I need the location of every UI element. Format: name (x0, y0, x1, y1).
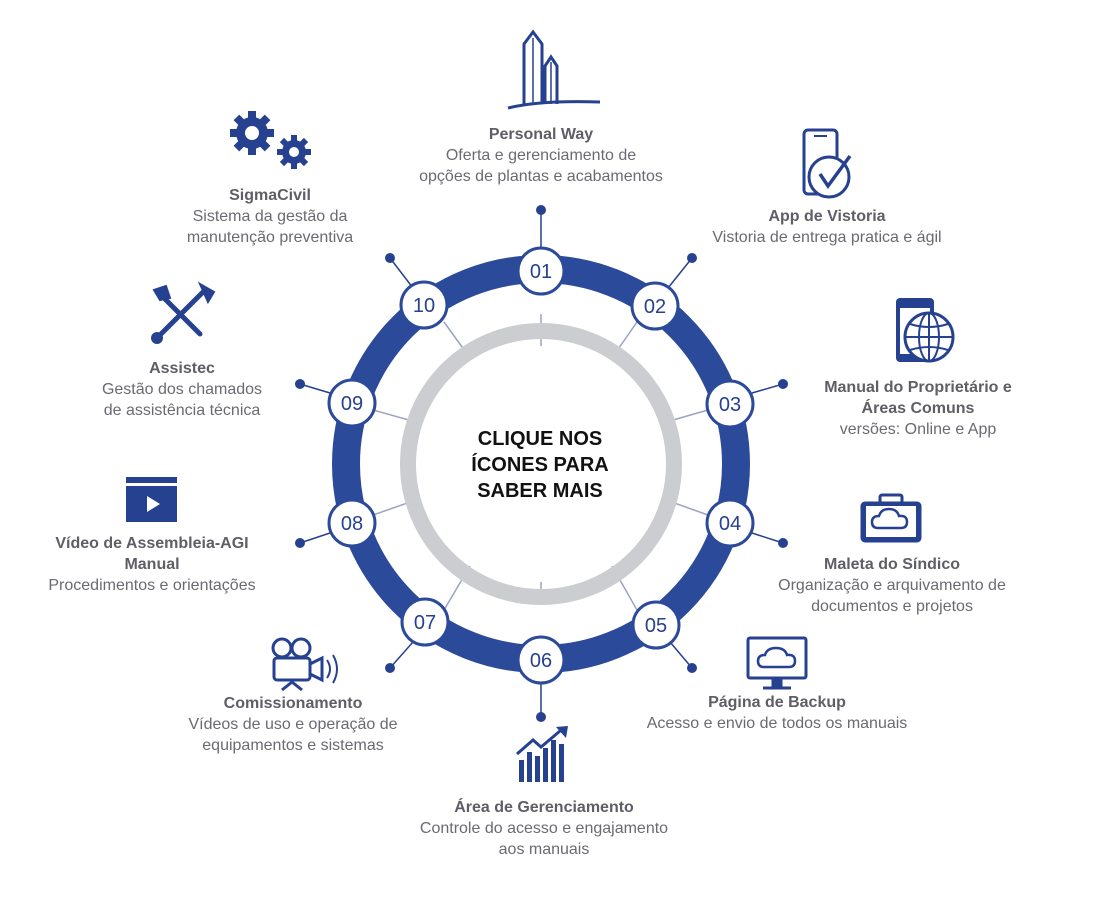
item-personal-way[interactable]: Personal Way Oferta e gerenciamento de o… (381, 124, 701, 187)
item-comissionamento[interactable]: Comissionamento Vídeos de uso e operação… (150, 693, 436, 756)
item-maleta-do-sindico[interactable]: Maleta do Síndico Organização e arquivam… (742, 554, 1042, 617)
item-title: Área de Gerenciamento (454, 799, 634, 816)
number-circle-09[interactable]: 09 (327, 378, 377, 428)
item-desc-line: equipamentos e sistemas (202, 737, 384, 754)
item-title: App de Vistoria (768, 208, 886, 225)
item-desc-line: versões: Online e App (839, 421, 997, 438)
item-app-de-vistoria[interactable]: App de Vistoria Vistoria de entrega prat… (672, 206, 982, 248)
gears-icon[interactable] (230, 111, 311, 169)
tools-icon[interactable] (151, 281, 216, 344)
item-title: Personal Way (488, 126, 594, 143)
phone-globe-icon[interactable] (896, 298, 955, 363)
item-video-de-assembleia[interactable]: Vídeo de Assembleia-AGI Manual Procedime… (14, 533, 290, 596)
item-desc-line: opções de plantas e acabamentos (419, 168, 663, 185)
center-line-3: SABER MAIS (477, 480, 603, 502)
item-manual-do-proprietario[interactable]: Manual do Proprietário e Áreas Comuns ve… (790, 377, 1046, 440)
number-label: 02 (644, 296, 666, 318)
item-desc-line: Vistoria de entrega pratica e ágil (712, 229, 942, 246)
smartphone-check-icon[interactable] (802, 128, 852, 199)
center-callout: CLIQUE NOS ÍCONES PARA SABER MAIS (440, 426, 640, 504)
video-player-icon[interactable] (126, 477, 177, 522)
number-circle-07[interactable]: 07 (400, 597, 450, 647)
item-desc-line: aos manuais (498, 841, 590, 858)
center-line-1: CLIQUE NOS (477, 428, 603, 450)
buildings-icon[interactable] (507, 29, 601, 110)
number-label: 10 (413, 295, 435, 317)
pin-dots (295, 205, 788, 722)
growth-chart-icon[interactable] (516, 726, 568, 782)
number-circle-01[interactable]: 01 (516, 246, 566, 296)
video-camera-icon[interactable] (271, 637, 338, 692)
inner-ring (400, 323, 682, 605)
number-label: 09 (341, 393, 363, 415)
item-desc-line: documentos e projetos (811, 598, 973, 615)
item-title: Página de Backup (708, 694, 846, 711)
number-circle-06[interactable]: 06 (516, 635, 566, 685)
number-circle-02[interactable]: 02 (630, 281, 680, 331)
number-circle-03[interactable]: 03 (705, 379, 755, 429)
item-assistec[interactable]: Assistec Gestão dos chamados de assistên… (72, 358, 292, 421)
item-title: Comissionamento (223, 695, 363, 712)
number-label: 01 (530, 261, 552, 283)
number-circles[interactable]: 01 02 03 04 05 06 07 08 (327, 246, 755, 685)
item-title: Maleta do Síndico (823, 556, 960, 573)
center-line-2: ÍCONES PARA (471, 454, 609, 476)
item-desc-line: de assistência técnica (103, 402, 261, 419)
number-label: 07 (414, 612, 436, 634)
number-circle-05[interactable]: 05 (631, 600, 681, 650)
number-circle-08[interactable]: 08 (327, 498, 377, 548)
number-label: 05 (645, 615, 667, 637)
item-title: Assistec (149, 360, 215, 377)
number-label: 06 (530, 650, 552, 672)
number-label: 03 (719, 394, 741, 416)
item-title: SigmaCivil (229, 187, 311, 204)
item-pagina-de-backup[interactable]: Página de Backup Acesso e envio de todos… (606, 692, 948, 734)
number-circle-04[interactable]: 04 (705, 498, 755, 548)
item-title: Manual do Proprietário e (824, 379, 1012, 396)
item-title-line-2: Manual (124, 556, 180, 573)
number-label: 08 (341, 513, 363, 535)
pin-lines (299, 210, 784, 717)
item-area-de-gerenciamento[interactable]: Área de Gerenciamento Controle do acesso… (384, 797, 704, 860)
number-circle-10[interactable]: 10 (399, 280, 449, 330)
briefcase-cloud-icon[interactable] (860, 493, 922, 543)
item-desc-line: Oferta e gerenciamento de (445, 147, 637, 164)
item-title: Vídeo de Assembleia-AGI (55, 535, 249, 552)
item-desc-line: Procedimentos e orientações (48, 577, 256, 594)
number-label: 04 (719, 513, 741, 535)
item-sigmacivil[interactable]: SigmaCivil Sistema da gestão da manutenç… (150, 185, 390, 248)
item-desc-line: Acesso e envio de todos os manuais (646, 715, 908, 732)
item-desc-line: Vídeos de uso e operação de (188, 716, 398, 733)
item-title-line-2: Áreas Comuns (861, 400, 975, 417)
item-desc-line: Organização e arquivamento de (778, 577, 1006, 594)
item-desc-line: manutenção preventiva (186, 229, 354, 246)
item-desc-line: Gestão dos chamados (101, 381, 263, 398)
monitor-cloud-icon[interactable] (746, 636, 808, 690)
item-desc-line: Controle do acesso e engajamento (419, 820, 669, 837)
item-desc-line: Sistema da gestão da (192, 208, 348, 225)
